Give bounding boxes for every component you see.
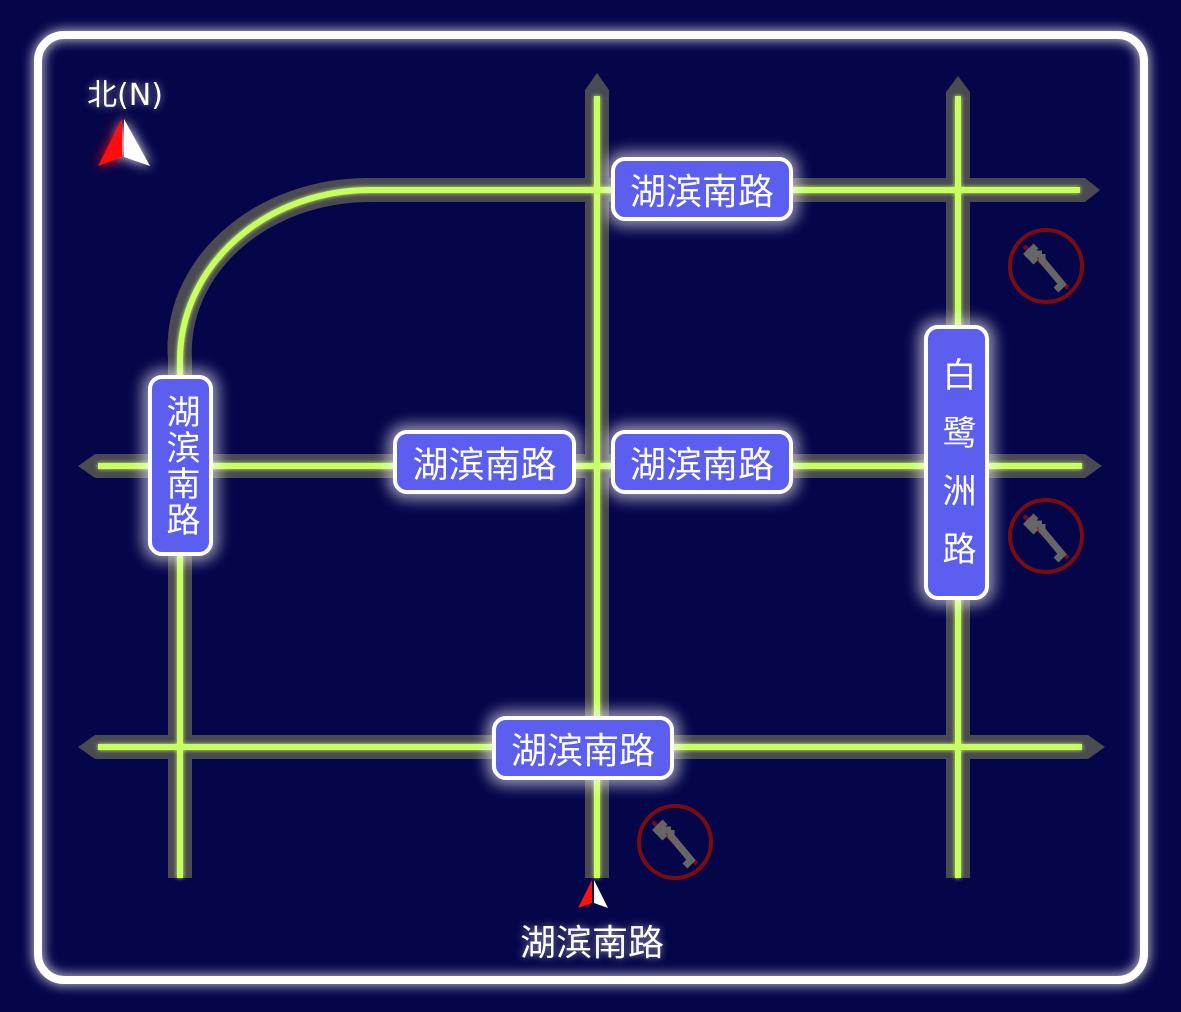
road-label-bottom: 湖滨南路	[492, 716, 674, 780]
no-left-turn-icon	[1008, 228, 1084, 304]
current-position-arrow-icon	[578, 880, 608, 908]
current-position-label: 湖滨南路	[519, 923, 664, 964]
no-left-turn-icon	[1008, 498, 1084, 574]
road-label-top: 湖滨南路	[611, 157, 793, 221]
road-label-left-vertical: 湖滨南路	[148, 375, 213, 556]
sign-frame	[34, 31, 1148, 984]
road-label-middle-left: 湖滨南路	[393, 430, 576, 494]
north-label: 北(N)	[87, 78, 163, 113]
compass-north-icon	[98, 119, 150, 166]
road-label-middle-right: 湖滨南路	[611, 430, 793, 494]
no-left-turn-icon	[637, 804, 713, 880]
road-label-right-vertical: 白鹭洲路	[924, 325, 989, 600]
